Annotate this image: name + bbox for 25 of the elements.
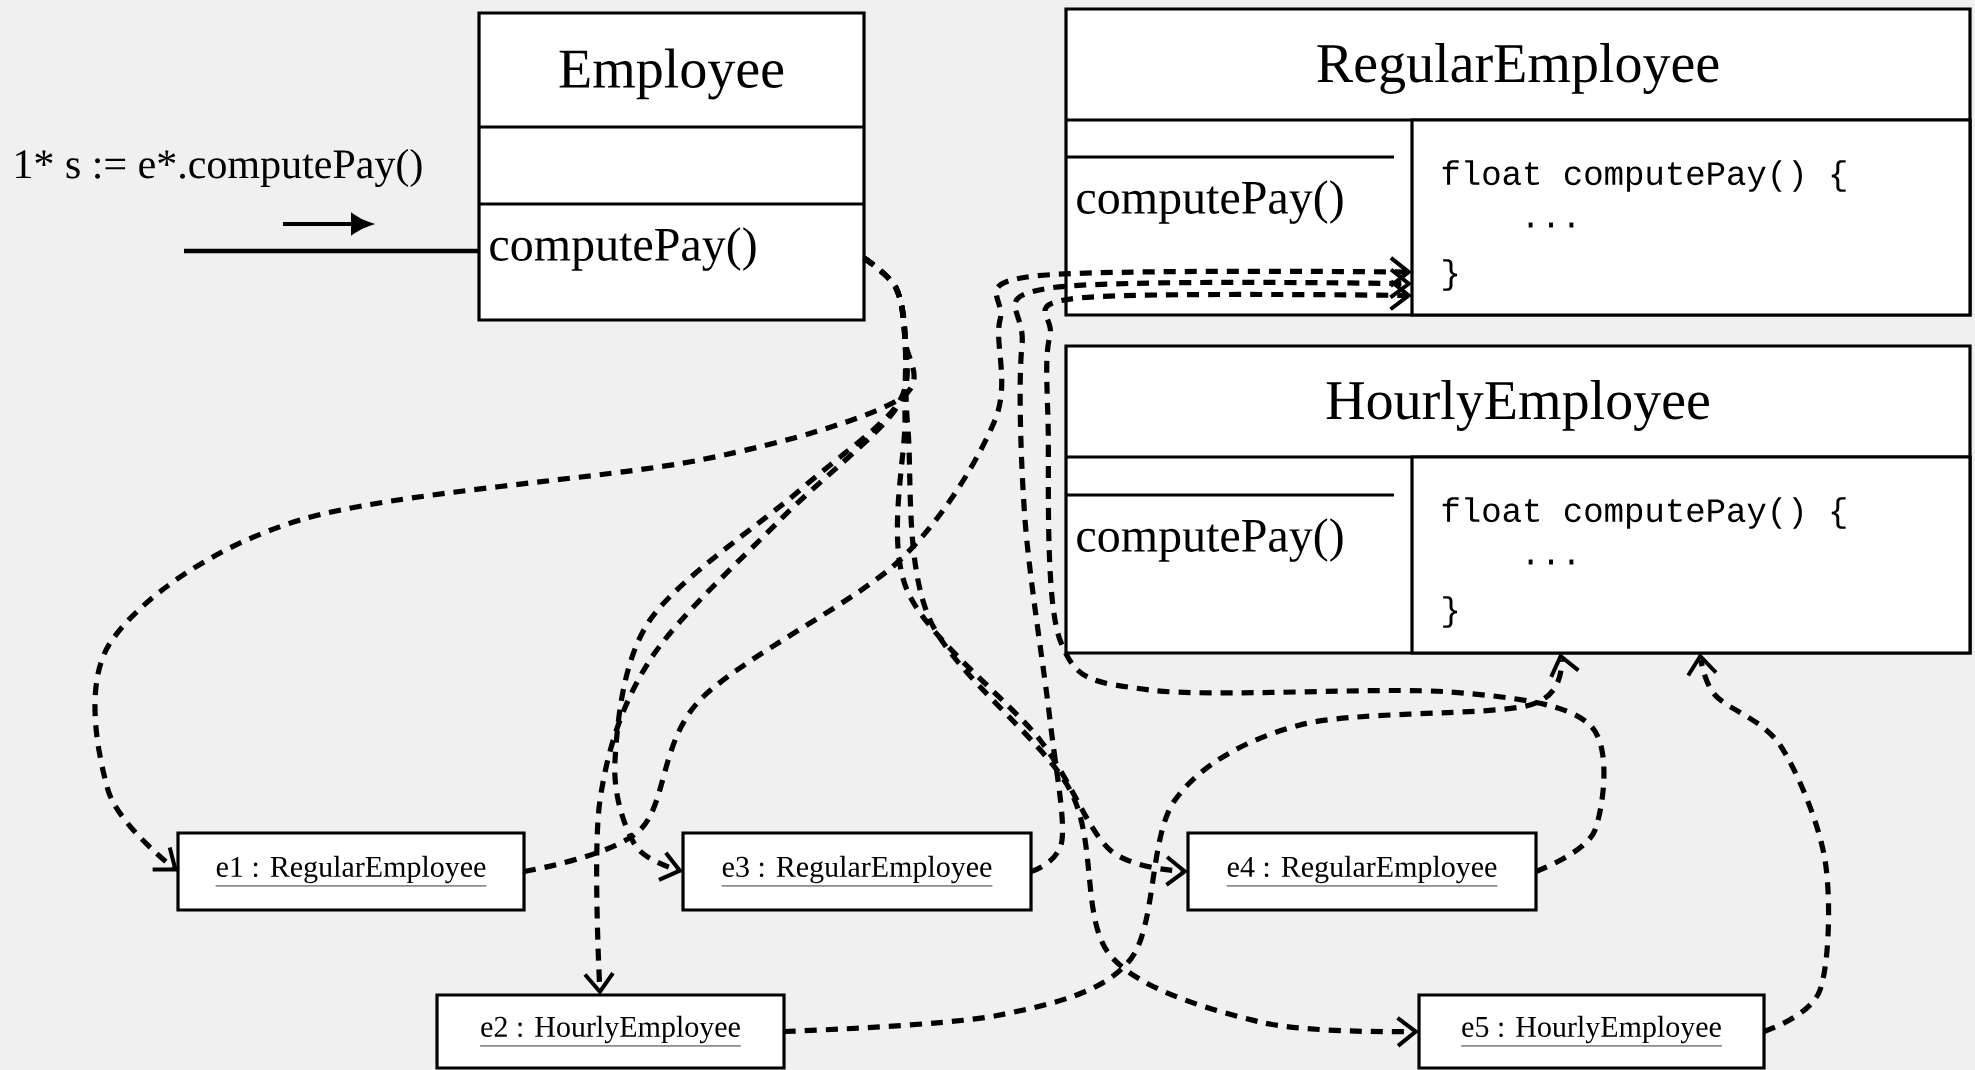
object-box: e5 : HourlyEmployee [1417,993,1766,1070]
dashed-arrow [523,256,1412,875]
dashed-arrow [1686,653,1832,1034]
edge-label: 1* s := e*.computePay() [16,148,422,188]
dashed-arrow [1043,279,1607,874]
dashed-arrow [783,653,1580,1035]
code-line: ... [1528,559,1574,565]
code-line: float computePay() { [1442,497,1846,529]
class-name: RegularEmployee [1317,43,1719,94]
code-line: } [1443,596,1458,628]
object-box: e1 : RegularEmployee [176,831,526,912]
code-line: } [1443,259,1458,291]
dashed-arrow [1013,267,1412,874]
method-name: computePay() [1077,518,1343,562]
object-box: e3 : RegularEmployee [681,831,1033,912]
method-name: computePay() [490,227,756,271]
code-line: ... [1528,222,1574,228]
object-box: e2 : HourlyEmployee [435,993,786,1070]
class-name: HourlyEmployee [1326,380,1709,431]
method-name: computePay() [1077,180,1343,224]
code-line: float computePay() { [1442,160,1846,192]
line [184,248,479,254]
class-name: Employee [559,48,784,100]
object-box: e4 : RegularEmployee [1186,831,1538,912]
dashed-arrow [862,255,1419,1048]
